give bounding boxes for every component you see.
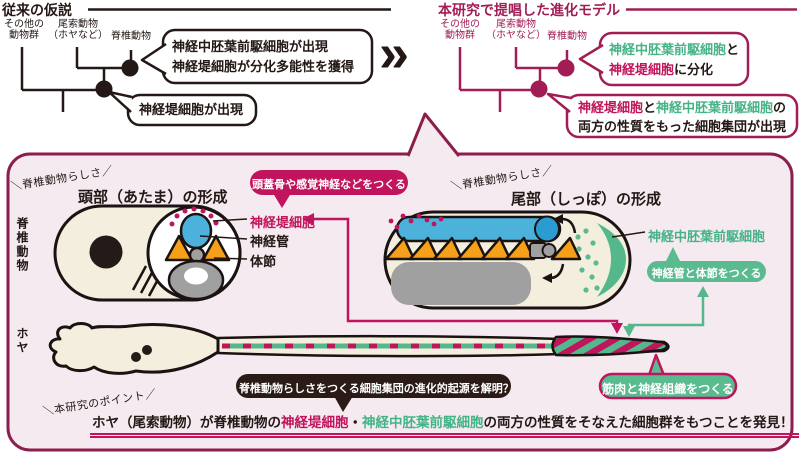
- panel-callout-pointer: [406, 112, 461, 157]
- tree-label-other-animals: 動物群: [9, 30, 39, 41]
- tail-ncc-dots: [388, 213, 444, 230]
- question-badge: 脊椎動物らしさをつくる細胞集団の進化的起源を解明？: [239, 383, 514, 395]
- somite-right: [201, 234, 231, 262]
- ncc-term: 神経堤細胞: [609, 62, 675, 77]
- neural-tube-cap: [534, 215, 560, 243]
- tree-label-tunicates: （ホヤなど）: [48, 30, 108, 41]
- tree-label-tunicates: 尾索動物: [496, 19, 536, 30]
- legacy-bubble-bottom: 神経堤細胞が出現: [139, 102, 244, 117]
- vertebrate-tail-illustration: [383, 210, 646, 310]
- larva-tail-striped-tip: [551, 335, 669, 357]
- vertebrate-head-illustration: [53, 204, 248, 302]
- skull-badge-shape: [250, 170, 408, 208]
- eye: [89, 235, 123, 269]
- proposed-bubble-top-line2: 神経堤細胞に分化: [609, 62, 714, 77]
- neural-tube-somite-badge-shape: [647, 247, 766, 282]
- proposed-model-title: 本研究で提唱した進化モデル: [438, 2, 620, 18]
- legacy-bubble-top-line2: 神経堤細胞が分化多能性を獲得: [172, 59, 355, 74]
- proposed-bubble-bottom-line1: 神経堤細胞と神経中胚葉前駆細胞の: [578, 100, 787, 115]
- tree-label-vertebrates: 脊椎動物: [547, 31, 587, 42]
- nmp-crescent: [597, 223, 626, 297]
- ncc-connector-arrow: [302, 213, 623, 334]
- nmp-term: 神経中胚葉前駆細胞: [609, 42, 727, 57]
- somite-label: 体節: [250, 254, 277, 269]
- tree-label-other-animals: その他の: [4, 19, 44, 30]
- nmp-connector-arrow: [623, 286, 709, 337]
- tail-somites: [384, 236, 582, 261]
- neural-crest-label: 神経堤細胞: [250, 215, 316, 230]
- tree-label-other-animals: 動物群: [445, 30, 475, 41]
- nmp-term: 神経中胚葉前駆細胞: [362, 415, 484, 430]
- question-badge-shape: [236, 374, 511, 412]
- neural-tube-somite-badge: 神経管と体節をつくる: [651, 268, 762, 280]
- legacy-bubble-top-line1: 神経中胚葉前駆細胞が出現: [172, 39, 329, 54]
- nmp-label: 神経中胚葉前駆細胞: [648, 229, 766, 244]
- legacy-hypothesis-title: 従来の仮説: [2, 2, 72, 18]
- phylo-tree-legacy: [20, 47, 139, 112]
- ascidian-larva-illustration: [48, 322, 670, 375]
- skull-badge: 頭蓋骨や感覚神経などをつくる: [252, 179, 406, 191]
- proposed-bubble-bottom-line2: 両方の性質をもった細胞集団が出現: [578, 119, 787, 134]
- tree-label-tunicates: 尾索動物: [58, 19, 98, 30]
- head-formation-title: 頭部（あたま）の形成: [78, 189, 228, 206]
- tree-node: [557, 59, 575, 77]
- muscle-nerve-badge-shape: [598, 353, 738, 400]
- tree-label-vertebrates: 脊椎動物: [111, 31, 151, 42]
- tree-node: [121, 59, 139, 77]
- tail-gut: [391, 262, 531, 305]
- tree-node: [530, 80, 548, 98]
- neural-tube-section: [179, 212, 213, 250]
- neural-tube-label: 神経管: [250, 234, 290, 249]
- proposed-speech-bubbles: [546, 31, 799, 139]
- tree-label-tunicates: （ホヤなど）: [486, 30, 546, 41]
- phylo-tree-proposed: [458, 47, 575, 112]
- nmp-cells-dots: [575, 228, 600, 293]
- larva-body: [48, 322, 220, 375]
- nmp-term: 神経中胚葉前駆細胞: [656, 100, 774, 115]
- migration-arrows: [550, 217, 577, 280]
- ncc-term: 神経堤細胞: [578, 100, 644, 115]
- conclusion-text: ホヤ（尾索動物）が脊椎動物の神経堤細胞・神経中胚葉前駆細胞の両方の性質をそなえた…: [90, 411, 800, 438]
- legacy-speech-bubbles: [107, 28, 374, 127]
- tree-node: [95, 80, 113, 98]
- double-chevron-icon: »: [379, 23, 410, 83]
- muscle-nerve-badge: 筋肉と神経組織をつくる: [602, 382, 734, 396]
- proposed-bubble-top-line1: 神経中胚葉前駆細胞と: [609, 42, 740, 57]
- tail-formation-title: 尾部（しっぽ）の形成: [511, 191, 662, 208]
- vertebrate-row-label: 脊椎動物: [15, 217, 29, 273]
- ncc-term: 神経堤細胞: [281, 415, 349, 430]
- ascidian-row-label: ホヤ: [15, 327, 29, 355]
- tree-label-other-animals: その他の: [440, 19, 480, 30]
- somite-left: [164, 234, 194, 262]
- neural-crest-cells-dots: [169, 206, 219, 227]
